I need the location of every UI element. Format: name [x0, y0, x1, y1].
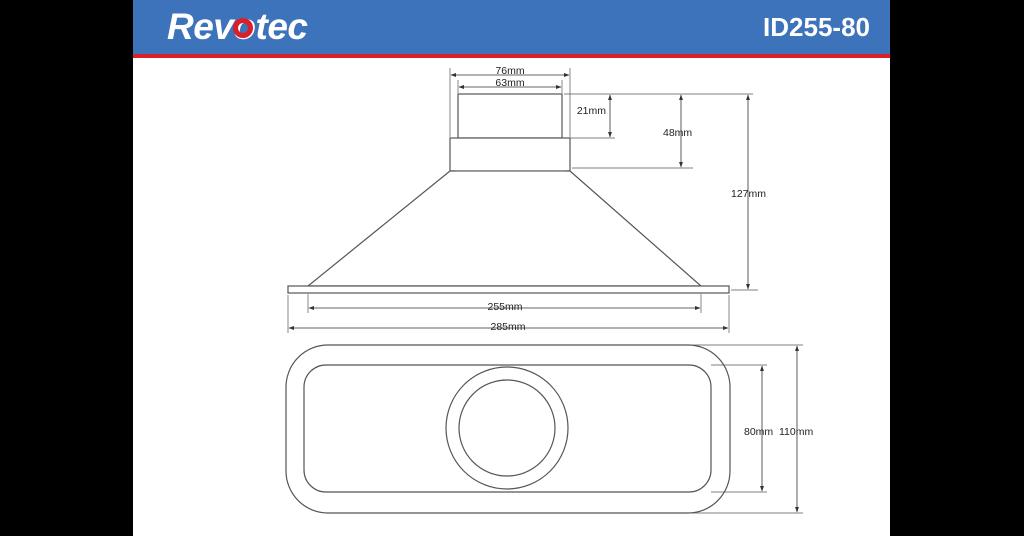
- side-dimension-lines: [288, 73, 750, 330]
- logo-text-prefix: Rev: [167, 6, 234, 47]
- logo-red-ring-icon: [233, 18, 254, 38]
- spigot-collar: [457, 93, 563, 139]
- hood-flange: [287, 285, 730, 294]
- dim-label-hood-width: 255mm: [487, 301, 522, 313]
- dim-label-inner-diameter: 63mm: [495, 77, 524, 89]
- dim-label-spigot-height: 48mm: [663, 127, 692, 139]
- product-id: ID255-80: [763, 12, 870, 42]
- dim-label-total-height: 127mm: [731, 188, 766, 200]
- dim-label-hood-depth: 80mm: [744, 426, 773, 438]
- dim-label-outer-diameter: 76mm: [495, 65, 524, 77]
- dim-label-flange-width: 285mm: [490, 321, 525, 333]
- dim-label-collar-height: 21mm: [577, 105, 606, 117]
- plan-dimension-lines: [760, 345, 799, 513]
- header-red-stripe: [133, 54, 890, 58]
- plan-view: [285, 344, 731, 514]
- plan-spigot-inner: [458, 379, 556, 477]
- spigot-body: [449, 137, 571, 172]
- dim-label-flange-depth: 110mm: [779, 426, 813, 438]
- logo-o-mark: o: [233, 5, 256, 49]
- hood-cone: [306, 170, 703, 287]
- side-extension-lines: [287, 68, 758, 333]
- side-elevation: [287, 93, 730, 294]
- logo-text-suffix: tec: [255, 6, 308, 47]
- technical-drawing: 76mm 63mm 21mm 48mm 127mm 255mm 285mm 80…: [285, 65, 813, 514]
- plan-extension-lines: [688, 344, 803, 514]
